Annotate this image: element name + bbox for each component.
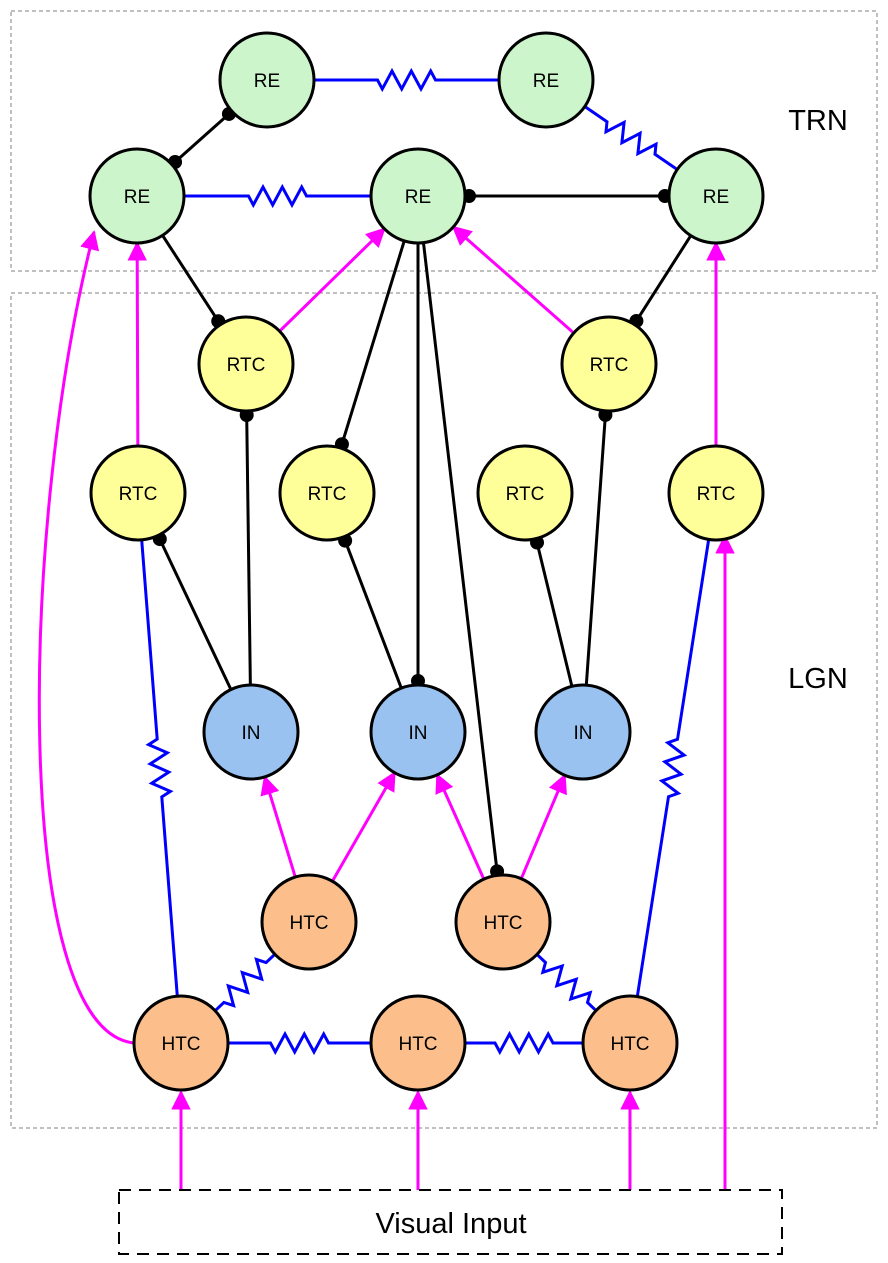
neuron-body [197, 315, 295, 413]
connections-layer [37, 67, 735, 1190]
neuron-rtc-upper-right: RTC [560, 315, 658, 413]
neuron-body [88, 147, 186, 245]
neuron-htc-upper-right: HTC [454, 873, 552, 971]
connection-re-top-right-to-re-right [583, 105, 679, 171]
connection-htc-upper-right-to-in-center [435, 773, 486, 880]
neuron-label: RTC [506, 484, 545, 505]
neuron-label: RTC [308, 484, 347, 505]
connection-rtc-upper-right-to-re-center [451, 225, 575, 335]
neuron-label: RE [254, 71, 280, 92]
connection-in-left-to-rtc-mid-1 [152, 532, 233, 691]
connection-in-left-to-rtc-upper-left [239, 407, 254, 686]
neuron-in-center: IN [369, 683, 467, 781]
connection-in-right-to-rtc-mid-3 [530, 535, 574, 687]
neuron-label: RE [124, 187, 150, 208]
neuron-re-top-left: RE [218, 31, 316, 129]
neuron-in-left: IN [202, 683, 300, 781]
neuron-body [218, 31, 316, 129]
connection-in-center-to-rtc-mid-2 [338, 533, 403, 689]
connection-re-top-left-to-re-left [168, 106, 236, 170]
connection-re-left-to-rtc-upper-left [161, 234, 226, 329]
neuron-body [260, 873, 358, 971]
neuron-body [369, 683, 467, 781]
connection-re-center-to-htc-upper-right [421, 242, 505, 879]
neuron-re-top-right: RE [497, 31, 595, 129]
neuron-label: HTC [161, 1034, 200, 1055]
neuron-label: HTC [483, 913, 522, 934]
connection-htc-bottom-left-to-htc-upper-left [214, 953, 276, 1012]
connection-in-right-to-rtc-upper-right [584, 407, 613, 686]
neuron-rtc-upper-left: RTC [197, 315, 295, 413]
connection-re-center-to-re-right [462, 189, 672, 203]
neuron-body [581, 994, 679, 1092]
connection-htc-bottom-right-to-rtc-mid-4 [635, 539, 711, 997]
neuron-label: RE [405, 187, 431, 208]
connection-rtc-mid-1-to-re-left [127, 241, 147, 447]
neuron-label: HTC [610, 1034, 649, 1055]
connection-re-left-to-re-center [184, 183, 371, 209]
neuron-body [497, 31, 595, 129]
neuron-re-right: RE [667, 147, 765, 245]
neuron-re-left: RE [88, 147, 186, 245]
trn-region-label: TRN [788, 105, 848, 137]
neuron-body [369, 994, 467, 1092]
trn-region-box [10, 10, 878, 272]
connection-re-center-to-in-center [411, 243, 425, 688]
neurons-layer: RE RE RE RE RE RTC RTC RTC RTC RTC RTC IN IN IN HTC HTC… [88, 31, 765, 1092]
neuron-body [667, 147, 765, 245]
neuron-re-center: RE [369, 147, 467, 245]
connection-htc-bottom-left-to-rtc-mid-1 [140, 539, 179, 997]
neuron-label: HTC [398, 1034, 437, 1055]
neuron-body [476, 444, 574, 542]
neuron-body [132, 994, 230, 1092]
neuron-htc-bottom-right: HTC [581, 994, 679, 1092]
neuron-label: RTC [697, 484, 736, 505]
neuron-label: RE [703, 187, 729, 208]
connection-re-right-to-rtc-upper-right [629, 234, 693, 328]
visual-input-label: Visual Input [375, 1208, 526, 1240]
neuron-body [454, 873, 552, 971]
neuron-label: IN [242, 723, 261, 744]
connection-htc-bottom-left-to-htc-bottom-center [228, 1030, 371, 1056]
neuron-label: HTC [289, 913, 328, 934]
neuron-label: RTC [119, 484, 158, 505]
connection-re-top-left-to-re-top-right [314, 67, 499, 93]
neuron-rtc-mid-3: RTC [476, 444, 574, 542]
connection-htc-bottom-center-to-htc-bottom-right [465, 1030, 583, 1056]
neuron-rtc-mid-2: RTC [278, 444, 376, 542]
neuron-label: RTC [227, 355, 266, 376]
lgn-region-label: LGN [788, 663, 848, 695]
connection-htc-upper-right-to-in-right [519, 773, 567, 880]
connection-htc-bottom-left-to-re-left [37, 230, 135, 1045]
neuron-htc-bottom-left: HTC [132, 994, 230, 1092]
neuron-htc-upper-left: HTC [260, 873, 358, 971]
neuron-rtc-mid-1: RTC [89, 444, 187, 542]
neuron-in-right: IN [534, 683, 632, 781]
neuron-body [369, 147, 467, 245]
neuron-body [667, 444, 765, 542]
connection-re-center-to-rtc-mid-2 [334, 240, 406, 452]
neuron-label: RE [533, 71, 559, 92]
visual-input-box [118, 1189, 783, 1255]
neuron-body [278, 444, 376, 542]
neuron-body [202, 683, 300, 781]
neuron-label: IN [574, 723, 593, 744]
neuron-rtc-mid-4: RTC [667, 444, 765, 542]
neuron-htc-bottom-center: HTC [369, 994, 467, 1092]
connection-rtc-upper-left-to-re-center [278, 227, 386, 333]
connection-htc-upper-left-to-in-left [260, 775, 297, 878]
connection-htc-upper-left-to-in-center [331, 771, 396, 882]
neuron-label: IN [409, 723, 428, 744]
neuron-body [89, 444, 187, 542]
neuron-body [534, 683, 632, 781]
neuron-body [560, 315, 658, 413]
lgn-region-box [10, 292, 878, 1129]
connection-htc-upper-right-to-htc-bottom-right [535, 953, 598, 1012]
neuron-label: RTC [590, 355, 629, 376]
